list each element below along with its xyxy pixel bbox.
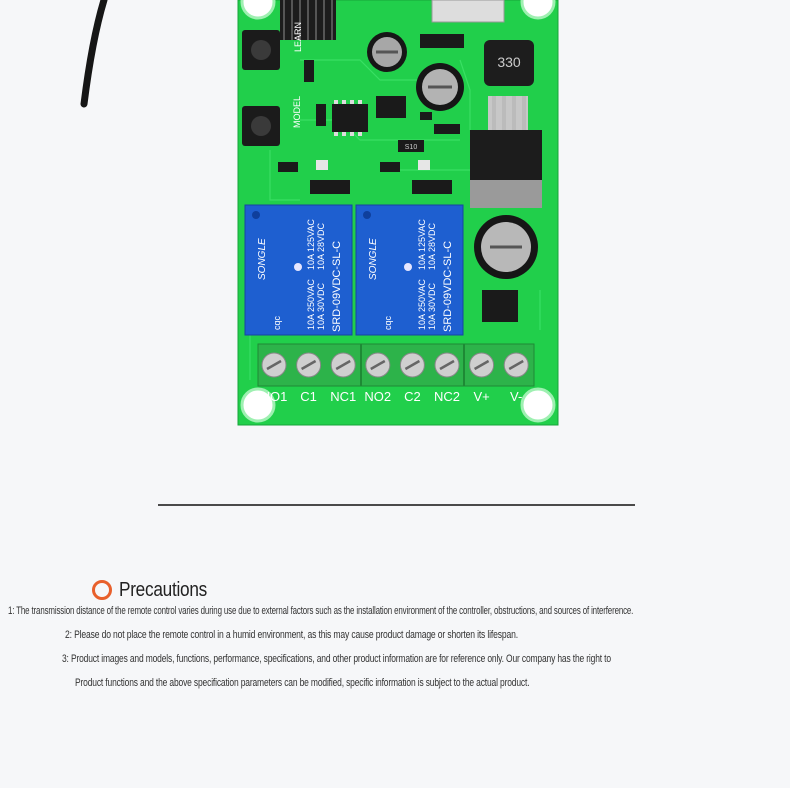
terminal-label: NO1 — [261, 389, 288, 404]
screw-slot — [404, 359, 421, 371]
terminal-label: NC1 — [330, 389, 356, 404]
relay-2: SONGLE cqc 10A 250VAC 10A 30VDC 10A 125V… — [355, 204, 464, 336]
screw-slot — [300, 359, 317, 371]
terminal-label: NO2 — [364, 389, 391, 404]
precautions-title: Precautions — [119, 578, 208, 601]
screw-slot — [266, 359, 282, 371]
terminal-label: C1 — [300, 389, 317, 404]
inductor: 330 — [484, 40, 534, 86]
decoder-chip — [332, 100, 368, 136]
precaution-line-4: Product functions and the above specific… — [75, 677, 530, 689]
learn-label: LEARN — [293, 22, 303, 52]
chip-s10: S10 — [398, 140, 424, 152]
circle-bullet-icon — [92, 580, 112, 600]
diode-top — [420, 34, 464, 48]
precaution-line-1: 1: The transmission distance of the remo… — [8, 605, 634, 617]
small-capacitor — [367, 32, 407, 72]
smd-components — [278, 60, 518, 322]
svg-text:cqc: cqc — [383, 315, 393, 330]
precaution-line-2: 2: Please do not place the remote contro… — [65, 629, 518, 641]
svg-text:10A 125VAC: 10A 125VAC — [306, 219, 316, 270]
screw-slot — [370, 359, 386, 371]
terminal-label: V- — [510, 389, 522, 404]
screw-slot — [473, 359, 490, 371]
terminal-label: V+ — [473, 389, 489, 404]
screw-slot — [335, 359, 351, 371]
terminal-label: NC2 — [434, 389, 460, 404]
svg-text:10A 28VDC: 10A 28VDC — [427, 222, 437, 270]
antenna-wire — [80, 0, 108, 108]
svg-text:SONGLE: SONGLE — [368, 238, 379, 280]
svg-text:10A 30VDC: 10A 30VDC — [427, 282, 437, 330]
relay-1: SONGLE cqc 10A 250VAC 10A 30VDC 10A 125V… — [244, 204, 353, 336]
svg-text:10A 30VDC: 10A 30VDC — [316, 282, 326, 330]
svg-text:10A 28VDC: 10A 28VDC — [316, 222, 326, 270]
top-connector — [431, 0, 505, 23]
svg-text:10A 250VAC: 10A 250VAC — [417, 279, 427, 330]
svg-text:cqc: cqc — [272, 315, 282, 330]
svg-text:SONGLE: SONGLE — [257, 238, 268, 280]
voltage-regulator — [470, 96, 542, 208]
section-divider — [158, 504, 635, 506]
model-label: MODEL — [292, 96, 302, 128]
medium-capacitor — [416, 63, 464, 111]
svg-text:SRD-09VDC-SL-C: SRD-09VDC-SL-C — [331, 241, 343, 332]
inductor-mark: 330 — [497, 54, 521, 70]
model-button — [242, 106, 280, 146]
precaution-line-3: 3: Product images and models, functions,… — [62, 653, 611, 665]
svg-text:S10: S10 — [405, 144, 418, 151]
transistor-array — [376, 96, 406, 118]
large-capacitor — [474, 215, 538, 279]
terminal-block — [257, 343, 535, 387]
screw-slot — [439, 359, 455, 371]
product-image: LEARN MODEL 330 — [80, 0, 559, 426]
precautions-heading: Precautions — [92, 576, 221, 604]
rf-coil — [280, 0, 336, 40]
svg-text:10A 125VAC: 10A 125VAC — [417, 219, 427, 270]
learn-button — [242, 30, 280, 70]
mounting-holes — [240, 0, 556, 423]
svg-text:SRD-09VDC-SL-C: SRD-09VDC-SL-C — [442, 241, 454, 332]
svg-text:10A 250VAC: 10A 250VAC — [306, 279, 316, 330]
screw-slot — [508, 359, 524, 371]
relay-board-illustration: LEARN MODEL 330 — [80, 0, 559, 426]
terminal-label: C2 — [404, 389, 421, 404]
